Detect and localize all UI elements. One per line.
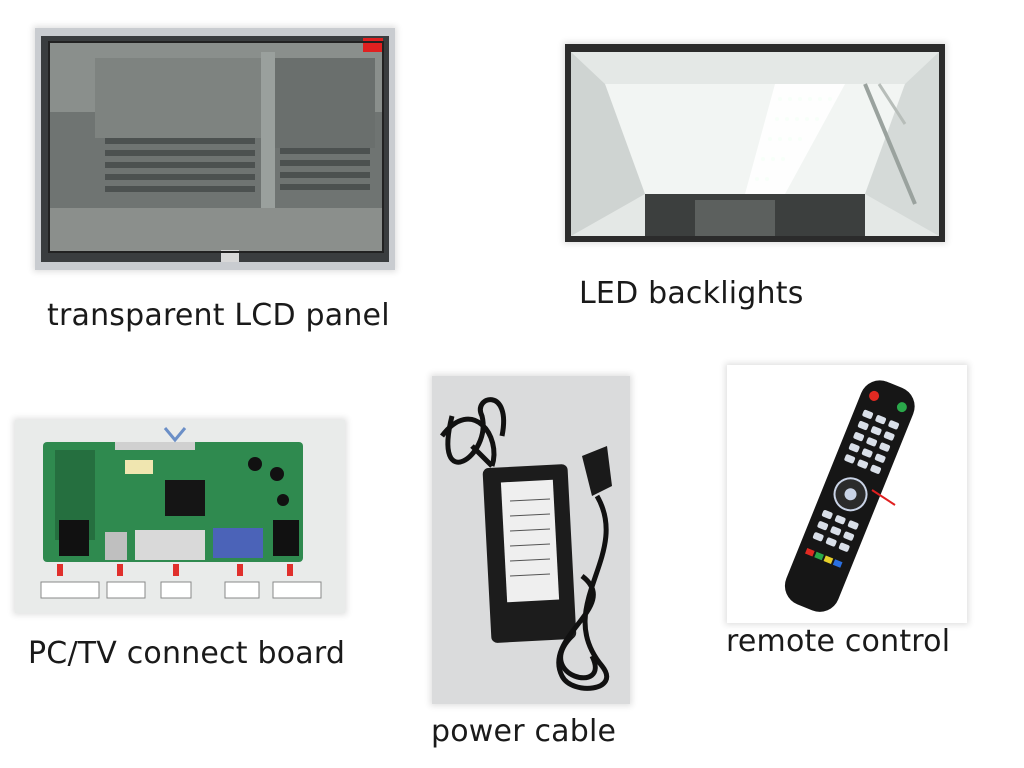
caption-power-cable: power cable [431, 714, 617, 749]
caption-remote-control: remote control [726, 624, 951, 659]
led-backlights-photo [565, 44, 945, 242]
remote-control-photo [727, 365, 967, 623]
caption-transparent-lcd-panel: transparent LCD panel [47, 298, 390, 333]
pc-tv-connect-board-photo [15, 420, 345, 613]
caption-pc-tv-connect-board: PC/TV connect board [28, 636, 346, 671]
caption-led-backlights: LED backlights [579, 276, 804, 311]
power-cable-photo [432, 376, 630, 704]
transparent-lcd-panel-photo [35, 28, 395, 270]
